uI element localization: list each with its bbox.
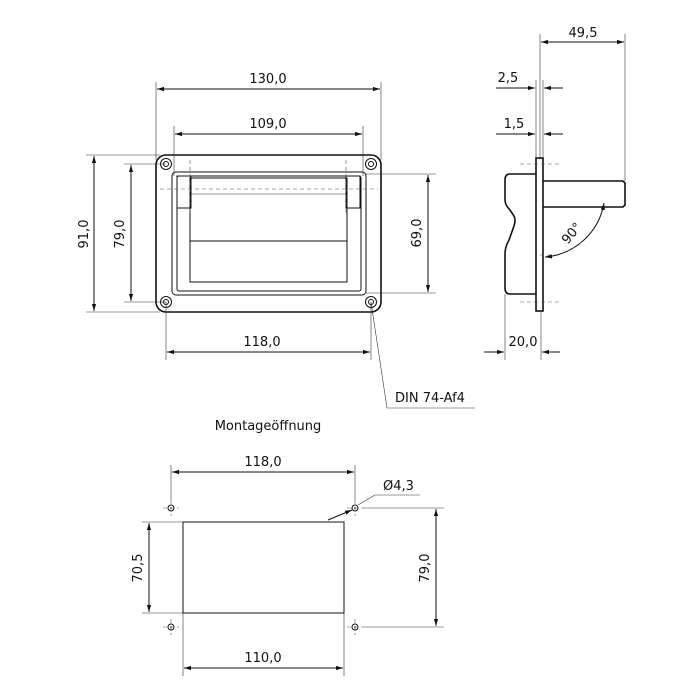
- side-body: [504, 173, 536, 295]
- dim-height-inner: 79,0: [113, 220, 128, 249]
- front-hole-tr: [365, 158, 377, 170]
- dim-bottom-hole-spacing: 118,0: [243, 335, 280, 350]
- mounting-hole-br: [347, 619, 363, 635]
- mounting-view: Montageöffnung 118,0 Ø4,3: [131, 419, 444, 676]
- side-view: 49,5 2,5 1,5 90° 20,0: [484, 26, 626, 360]
- dim-height-handle: 69,0: [410, 219, 425, 248]
- dim-hole-diameter: Ø4,3: [383, 479, 414, 494]
- side-flange: [535, 157, 544, 312]
- standard-label: DIN 74-Af4: [395, 391, 465, 406]
- front-recess-inner: [176, 175, 362, 292]
- dim-cutout-height: 70,5: [131, 554, 146, 583]
- dim-angle: 90°: [559, 220, 585, 247]
- mounting-hole-tl: [163, 500, 179, 516]
- mounting-title: Montageöffnung: [215, 419, 322, 434]
- mounting-hole-bl: [163, 619, 179, 635]
- dim-side-flange: 2,5: [498, 71, 519, 86]
- front-view: 130,0 109,0 91,0 79,0 69,0 118,0 DIN 74-…: [77, 72, 475, 409]
- front-handle-bar: [189, 177, 348, 283]
- dim-height-outer: 91,0: [77, 220, 92, 249]
- mounting-cutout: [182, 521, 345, 614]
- side-handle-arm: [543, 180, 626, 208]
- front-bracket-right: [345, 175, 361, 209]
- dim-top-width-outer: 130,0: [249, 72, 286, 87]
- front-recess-outer: [171, 171, 367, 296]
- front-flange: [155, 154, 382, 313]
- dim-hole-spacing-y: 79,0: [418, 554, 433, 583]
- dim-side-depth: 20,0: [509, 335, 538, 350]
- dim-side-gap: 1,5: [504, 117, 525, 132]
- dim-side-total-depth: 49,5: [569, 26, 598, 41]
- dim-cutout-width: 110,0: [244, 651, 281, 666]
- front-bracket-left: [176, 175, 192, 209]
- dim-top-width-inner: 109,0: [249, 117, 286, 132]
- dim-mounting-hole-spacing-x: 118,0: [244, 455, 281, 470]
- mounting-hole-tr: [347, 500, 363, 516]
